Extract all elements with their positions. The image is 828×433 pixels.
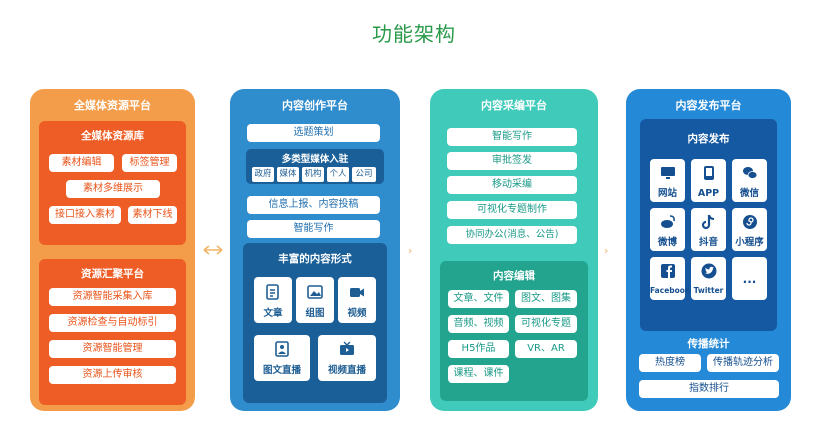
pill-item: 图文、图集 [515, 290, 577, 308]
column-content-publishing-platform: 内容发布平台 内容发布 网站 APP 微信 [626, 89, 791, 411]
media-onboarding-box: 多类型媒体入驻 政府 媒体 机构 个人 公司 [246, 149, 384, 184]
pill-item: 可视化专题 [515, 315, 577, 333]
content-card-gallery: 组图 [296, 277, 334, 323]
pill-item: H5作品 [448, 340, 509, 358]
channel-website: 网站 [650, 159, 685, 202]
content-card-photo-live: 图文直播 [254, 335, 310, 381]
pill-item: 协同办公(消息、公告) [447, 226, 577, 244]
pill-item: 接口接入素材 [49, 206, 121, 224]
douyin-icon [701, 214, 714, 230]
channel-facebook: Facebook [650, 257, 690, 300]
channel-app: APP [691, 159, 726, 202]
pill-item: 音频、视频 [448, 315, 509, 333]
article-icon [266, 284, 279, 300]
panel-heading: 内容编辑 [493, 270, 535, 282]
monitor-icon [660, 167, 675, 179]
wechat-icon [742, 167, 757, 179]
pill-item: VR、AR [515, 340, 577, 358]
column-heading: 全媒体资源平台 [74, 99, 151, 112]
channel-label: 微信 [739, 188, 759, 199]
gallery-icon [307, 285, 323, 299]
card-label: 视频 [347, 308, 367, 319]
media-type-chip: 机构 [302, 167, 324, 182]
more-icon: ... [742, 272, 757, 286]
column-heading: 内容采编平台 [481, 99, 547, 112]
arrow-right-icon: › [408, 244, 413, 257]
channel-miniprogram: 小程序 [732, 208, 767, 251]
content-editing-panel: 内容编辑 文章、文件 图文、图集 音频、视频 可视化专题 H5作品 VR、AR … [440, 261, 588, 401]
column-content-creation-platform: 内容创作平台 选题策划 多类型媒体入驻 政府 媒体 机构 个人 公司 信息上报、… [230, 89, 400, 411]
column-content-editing-platform: 内容采编平台 智能写作 审批签发 移动采编 可视化专题制作 协同办公(消息、公告… [430, 89, 598, 411]
media-type-chip: 政府 [252, 167, 274, 182]
distribution-statistics-panel: 传播统计 热度榜 传播轨迹分析 指数排行 [639, 338, 779, 405]
column-heading: 内容创作平台 [282, 99, 348, 112]
pill-item: 文章、文件 [448, 290, 509, 308]
pill-item: 可视化专题制作 [447, 201, 577, 219]
column-media-resource-platform: 全媒体资源平台 全媒体资源库 素材编辑 标签管理 素材多维展示 接口接入素材 素… [30, 89, 195, 411]
content-forms-panel: 丰富的内容形式 文章 组图 视频 [243, 243, 387, 403]
panel-heading: 内容发布 [687, 133, 730, 145]
arrow-right-icon: › [604, 244, 609, 257]
channel-label: 小程序 [735, 237, 764, 248]
media-type-chip: 个人 [327, 167, 349, 182]
pill-item: 智能写作 [247, 220, 380, 238]
photo-live-icon [275, 341, 289, 357]
channel-label: Twitter [693, 286, 724, 295]
column-heading: 内容发布平台 [675, 99, 742, 112]
panel-heading: 传播统计 [687, 338, 730, 350]
content-card-article: 文章 [254, 277, 292, 323]
pill-item: 审批签发 [447, 152, 577, 170]
pill-item: 移动采编 [447, 176, 577, 194]
pill-item: 传播轨迹分析 [707, 354, 779, 372]
panel-heading: 丰富的内容形式 [278, 253, 352, 265]
resource-aggregation-panel: 资源汇聚平台 资源智能采集入库 资源检查与自动标引 资源智能管理 资源上传审核 [39, 259, 186, 405]
panel-heading: 全媒体资源库 [81, 130, 144, 142]
media-library-panel: 全媒体资源库 素材编辑 标签管理 素材多维展示 接口接入素材 素材下线 [39, 121, 186, 245]
pill-item: 资源智能管理 [49, 340, 176, 358]
facebook-icon [660, 264, 675, 278]
live-tv-icon [340, 341, 354, 355]
pill-item: 选题策划 [247, 124, 380, 142]
pill-item: 素材编辑 [49, 154, 114, 172]
pill-item: 素材多维展示 [66, 180, 160, 198]
channel-weibo: 微博 [650, 208, 685, 251]
miniprogram-icon [742, 215, 757, 229]
card-label: 图文直播 [262, 365, 301, 376]
pill-item: 信息上报、内容投稿 [247, 196, 380, 214]
pill-item: 资源上传审核 [49, 366, 176, 384]
pill-item: 素材下线 [128, 206, 177, 224]
pill-item: 标签管理 [122, 154, 177, 172]
channel-wechat: 微信 [732, 159, 767, 202]
content-publish-panel: 内容发布 网站 APP 微信 [640, 119, 777, 331]
channel-label: 微博 [657, 237, 677, 248]
page-title: 功能架构 [372, 22, 456, 46]
pill-item: 智能写作 [447, 128, 577, 146]
weibo-icon [660, 215, 675, 228]
embed-heading: 多类型媒体入驻 [281, 154, 349, 165]
channel-label: Facebook [650, 286, 690, 295]
media-type-chip: 媒体 [277, 167, 299, 182]
card-label: 组图 [305, 308, 325, 319]
content-card-video-live: 视频直播 [318, 335, 376, 381]
channel-more: ... [732, 257, 767, 300]
content-card-video: 视频 [338, 277, 376, 323]
media-type-chip: 公司 [352, 167, 376, 182]
pill-item: 课程、课件 [448, 365, 509, 383]
pill-item: 热度榜 [639, 354, 701, 372]
channel-label: 网站 [657, 188, 677, 199]
pill-item: 资源检查与自动标引 [49, 314, 176, 332]
channel-douyin: 抖音 [691, 208, 726, 251]
panel-heading: 资源汇聚平台 [81, 268, 144, 280]
app-icon [703, 166, 714, 180]
card-label: 视频直播 [327, 365, 366, 376]
pill-item: 指数排行 [639, 380, 779, 398]
pill-item: 资源智能采集入库 [49, 288, 176, 306]
twitter-icon [701, 263, 716, 279]
double-arrow-icon [203, 245, 223, 255]
channel-label: APP [697, 188, 720, 199]
channel-twitter: Twitter [691, 257, 726, 300]
video-camera-icon [350, 288, 364, 297]
card-label: 文章 [263, 308, 283, 319]
channel-label: 抖音 [698, 237, 718, 248]
